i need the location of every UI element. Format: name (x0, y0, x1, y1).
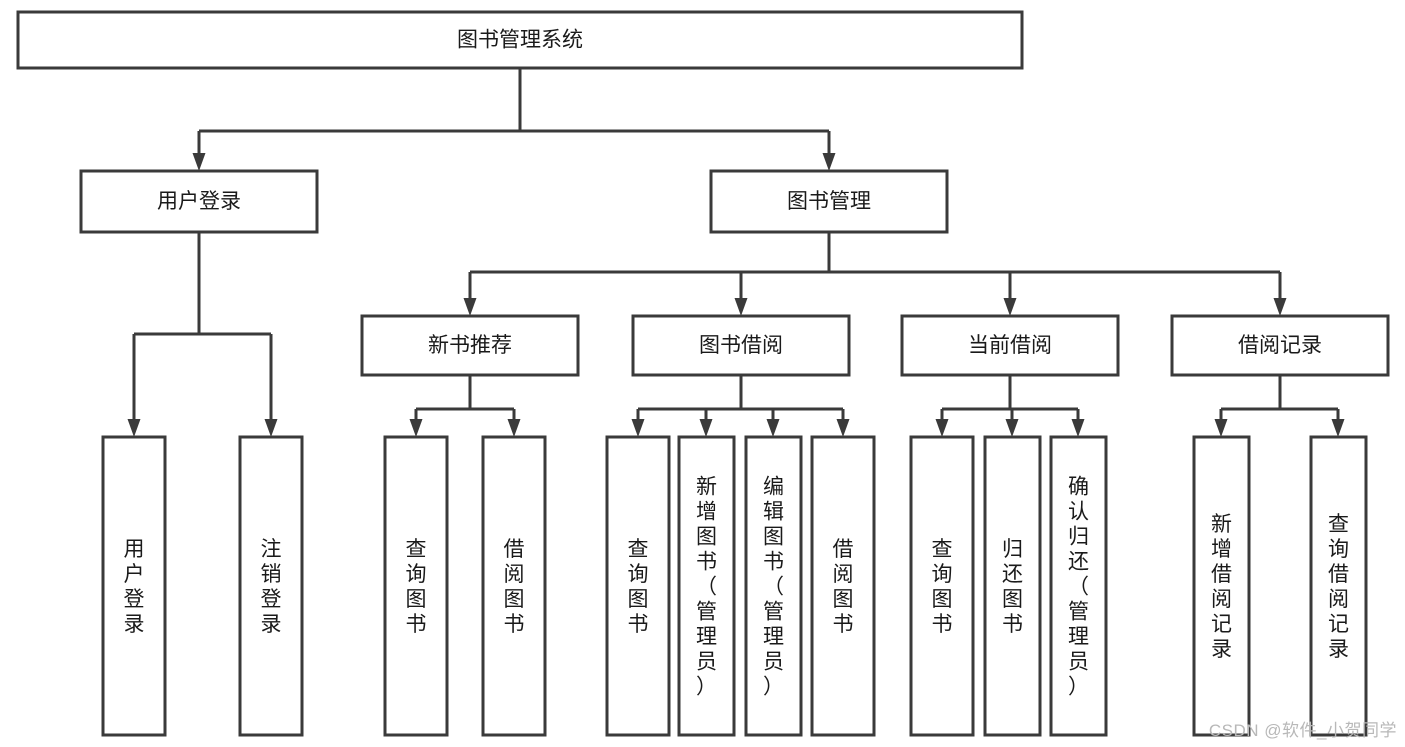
connector-book-manage (463, 232, 1287, 316)
arrow-head-icon (822, 153, 836, 171)
node-box-current-borrow[interactable] (900, 314, 1120, 377)
node-label-leaf-add-record: 新增借阅记录 (1211, 513, 1232, 661)
node-leaf-borrow-book[interactable]: 借阅图书 (810, 435, 876, 737)
node-label-leaf-add-book: 新增图书（管理员） (696, 476, 717, 699)
node-label-leaf-query-book-rec: 查询图书 (406, 538, 427, 636)
arrow-head-icon (409, 419, 423, 437)
node-label-leaf-edit-book: 编辑图书（管理员） (763, 476, 784, 699)
node-box-leaf-return-book[interactable] (983, 435, 1042, 737)
connector-current-borrow (935, 375, 1085, 437)
arrow-head-icon (935, 419, 949, 437)
node-label-leaf-query-record: 查询借阅记录 (1328, 513, 1349, 661)
node-box-root[interactable] (16, 10, 1024, 70)
node-leaf-confirm-return[interactable]: 确认归还（管理员） (1049, 435, 1108, 737)
node-leaf-query-book-rec[interactable]: 查询图书 (383, 435, 449, 737)
arrow-head-icon (1005, 419, 1019, 437)
arrow-head-icon (1071, 419, 1085, 437)
connector-root (192, 68, 836, 171)
arrow-head-icon (1003, 298, 1017, 316)
node-leaf-user-login[interactable]: 用户登录 (101, 435, 167, 737)
node-box-borrow-record[interactable] (1170, 314, 1390, 377)
node-label-leaf-borrow-book-rec: 借阅图书 (504, 538, 525, 636)
node-label-user-login: 用户登录 (157, 190, 241, 213)
arrow-head-icon (836, 419, 850, 437)
node-box-leaf-logout[interactable] (238, 435, 304, 737)
node-label-leaf-return-book: 归还图书 (1002, 538, 1023, 636)
arrow-head-icon (463, 298, 477, 316)
node-box-leaf-query-book-borrow[interactable] (605, 435, 671, 737)
arrow-head-icon (264, 419, 278, 437)
node-label-leaf-logout: 注销登录 (261, 538, 282, 636)
node-box-leaf-borrow-book-rec[interactable] (481, 435, 547, 737)
arrow-head-icon (766, 419, 780, 437)
node-label-leaf-query-book-cur: 查询图书 (932, 538, 953, 636)
node-box-leaf-borrow-book[interactable] (810, 435, 876, 737)
nodes-layer: 图书管理系统用户登录图书管理新书推荐图书借阅当前借阅借阅记录用户登录注销登录查询… (16, 10, 1390, 737)
connectors-layer (127, 68, 1345, 437)
node-label-book-manage: 图书管理 (787, 190, 871, 213)
node-label-current-borrow: 当前借阅 (968, 334, 1052, 357)
node-box-leaf-edit-book[interactable] (744, 435, 803, 737)
arrow-head-icon (127, 419, 141, 437)
node-current-borrow[interactable]: 当前借阅 (900, 314, 1120, 377)
node-box-leaf-add-book[interactable] (677, 435, 736, 737)
node-box-user-login[interactable] (79, 169, 319, 234)
arrow-head-icon (192, 153, 206, 171)
node-box-leaf-confirm-return[interactable] (1049, 435, 1108, 737)
node-box-leaf-query-book-rec[interactable] (383, 435, 449, 737)
csdn-watermark: CSDN @软件_小贺同学 (1208, 721, 1397, 740)
node-label-leaf-query-book-borrow: 查询图书 (628, 538, 649, 636)
node-borrow-record[interactable]: 借阅记录 (1170, 314, 1390, 377)
node-book-manage[interactable]: 图书管理 (709, 169, 949, 234)
node-leaf-add-book[interactable]: 新增图书（管理员） (677, 435, 736, 737)
node-box-leaf-query-book-cur[interactable] (909, 435, 975, 737)
arrow-head-icon (1273, 298, 1287, 316)
node-label-leaf-borrow-book: 借阅图书 (833, 538, 854, 636)
arrow-head-icon (507, 419, 521, 437)
node-leaf-borrow-book-rec[interactable]: 借阅图书 (481, 435, 547, 737)
node-leaf-edit-book[interactable]: 编辑图书（管理员） (744, 435, 803, 737)
node-leaf-query-book-cur[interactable]: 查询图书 (909, 435, 975, 737)
node-leaf-query-record[interactable]: 查询借阅记录 (1309, 435, 1368, 737)
connector-book-borrow (631, 375, 850, 437)
node-label-root: 图书管理系统 (457, 29, 583, 52)
node-user-login[interactable]: 用户登录 (79, 169, 319, 234)
node-leaf-add-record[interactable]: 新增借阅记录 (1192, 435, 1251, 737)
node-label-borrow-record: 借阅记录 (1238, 334, 1322, 357)
node-leaf-logout[interactable]: 注销登录 (238, 435, 304, 737)
node-box-leaf-query-record[interactable] (1309, 435, 1368, 737)
node-box-book-manage[interactable] (709, 169, 949, 234)
node-leaf-return-book[interactable]: 归还图书 (983, 435, 1042, 737)
node-book-borrow[interactable]: 图书借阅 (631, 314, 851, 377)
arrow-head-icon (734, 298, 748, 316)
arrow-head-icon (1331, 419, 1345, 437)
node-root[interactable]: 图书管理系统 (16, 10, 1024, 70)
arrow-head-icon (631, 419, 645, 437)
connector-borrow-record (1214, 375, 1345, 437)
connector-new-book-rec (409, 375, 521, 437)
node-box-leaf-add-record[interactable] (1192, 435, 1251, 737)
node-leaf-query-book-borrow[interactable]: 查询图书 (605, 435, 671, 737)
node-new-book-rec[interactable]: 新书推荐 (360, 314, 580, 377)
node-box-new-book-rec[interactable] (360, 314, 580, 377)
node-label-leaf-user-login: 用户登录 (124, 538, 145, 636)
node-label-book-borrow: 图书借阅 (699, 334, 783, 357)
arrow-head-icon (1214, 419, 1228, 437)
node-label-new-book-rec: 新书推荐 (428, 334, 512, 357)
connector-user-login (127, 232, 278, 437)
node-label-leaf-confirm-return: 确认归还（管理员） (1068, 476, 1089, 699)
node-box-book-borrow[interactable] (631, 314, 851, 377)
arrow-head-icon (699, 419, 713, 437)
node-box-leaf-user-login[interactable] (101, 435, 167, 737)
